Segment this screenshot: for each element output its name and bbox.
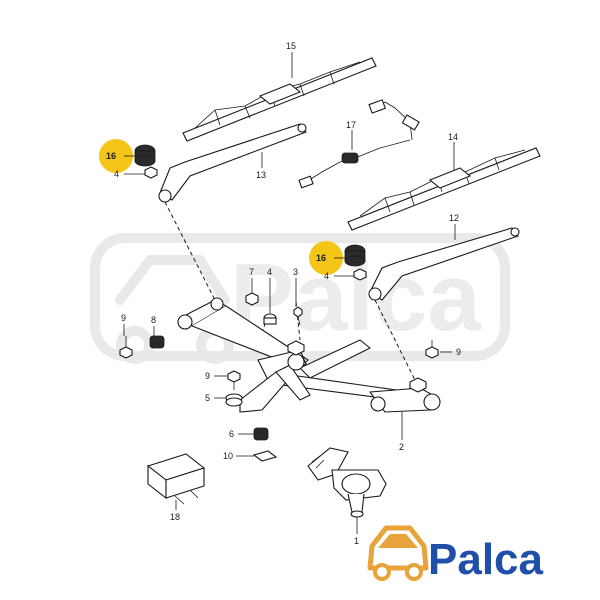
callout-15: 15: [286, 41, 296, 51]
clip-10: [252, 450, 278, 462]
logo-text: Palca: [428, 535, 544, 584]
wiper-motor-1: [307, 447, 387, 518]
cap-16-right: [344, 244, 366, 267]
callout-4-right: 4: [324, 271, 329, 281]
callout-4-center: 4: [267, 267, 272, 277]
bolt-9-right: [425, 340, 439, 359]
washer-hose-17: [298, 99, 420, 189]
highlight-16-left: [99, 139, 133, 173]
wiper-arm-12: [368, 227, 520, 301]
wiper-linkage-frame-2: [177, 297, 441, 413]
car-icon: [367, 525, 429, 581]
palca-logo: Palca: [367, 525, 544, 584]
callout-7: 7: [249, 267, 254, 277]
control-module-18: [146, 453, 206, 505]
callout-3: 3: [293, 267, 298, 277]
grommet-8: [149, 335, 165, 349]
bolt-9-left: [119, 336, 133, 359]
nut-4-left: [144, 166, 158, 179]
wiper-blade-14: [347, 147, 541, 231]
cap-16-left: [134, 144, 156, 167]
callout-12: 12: [449, 213, 459, 223]
callout-13: 13: [256, 170, 266, 180]
callout-14: 14: [448, 132, 458, 142]
bushing-6: [253, 427, 269, 441]
callout-4-left: 4: [114, 169, 119, 179]
callout-9-center: 9: [205, 371, 210, 381]
callout-10: 10: [223, 451, 233, 461]
callout-9-left: 9: [121, 313, 126, 323]
highlight-16-right: [309, 241, 343, 275]
callout-2: 2: [399, 442, 404, 452]
bolt-9-center: [227, 370, 241, 390]
callout-16-right: 16: [316, 253, 326, 263]
callout-8: 8: [151, 315, 156, 325]
callout-18: 18: [170, 512, 180, 522]
callout-1: 1: [354, 536, 359, 546]
callout-17: 17: [346, 120, 356, 130]
callout-5: 5: [205, 393, 210, 403]
nut-4-right: [353, 268, 367, 281]
washer-4: [263, 313, 277, 325]
washer-5: [225, 393, 243, 407]
callout-16-left: 16: [106, 151, 116, 161]
callout-6: 6: [229, 429, 234, 439]
screw-3: [293, 306, 303, 326]
wiper-arm-13: [158, 123, 307, 203]
hex-nut-7: [245, 292, 259, 306]
callout-9-right: 9: [456, 347, 461, 357]
wiper-blade-15: [182, 57, 377, 142]
